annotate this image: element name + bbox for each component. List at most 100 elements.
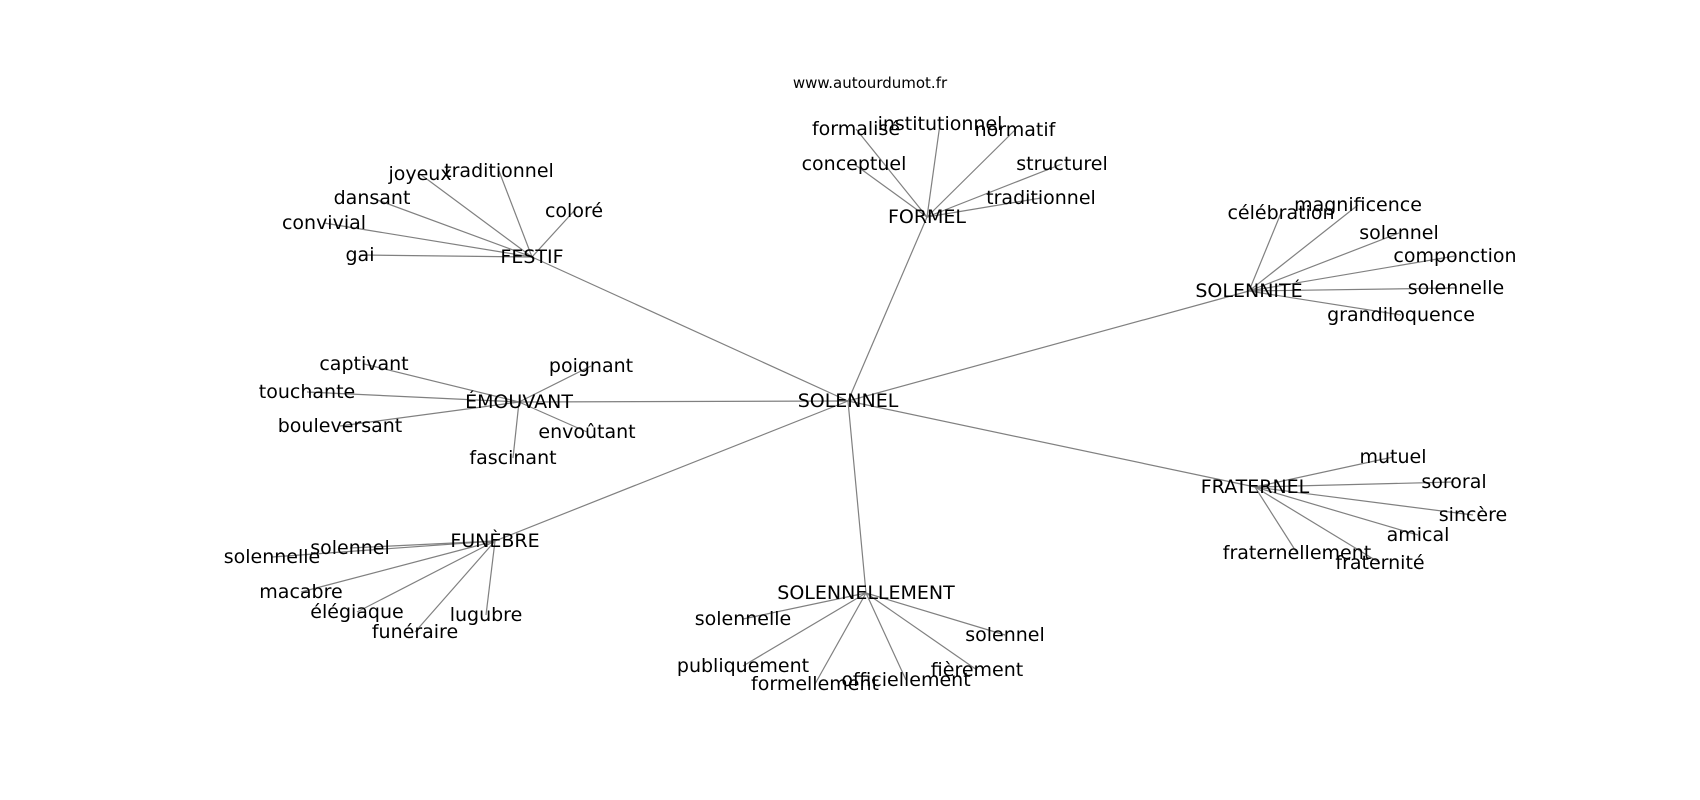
edge-1-5 — [926, 197, 1042, 218]
cluster-node: SOLENNITÉ — [1195, 279, 1302, 302]
edge-6-3 — [814, 592, 867, 685]
edge-5-2 — [300, 540, 496, 593]
leaf-node: institutionnel — [878, 113, 1003, 135]
edge-3-4 — [518, 401, 588, 433]
leaf-node: sororal — [1421, 471, 1486, 493]
edge-0-1 — [498, 170, 533, 258]
leaf-node: sincère — [1439, 504, 1507, 526]
edge-1-2 — [926, 129, 1016, 218]
edge-5-3 — [356, 540, 496, 613]
cluster-node: SOLENNELLEMENT — [777, 582, 955, 604]
edge-3-1 — [518, 365, 592, 403]
leaf-node: traditionnel — [986, 187, 1096, 209]
leaf-node: solennel — [965, 624, 1045, 646]
leaf-node: touchante — [259, 381, 355, 403]
leaf-node: formellement — [751, 673, 879, 695]
edge-3-2 — [306, 391, 520, 403]
edge-3-3 — [339, 401, 520, 427]
leaf-node: formalisé — [812, 118, 900, 140]
edge-1-3 — [853, 163, 928, 218]
edge-0-0 — [419, 173, 533, 258]
edge-root-1 — [847, 216, 928, 402]
edge-6-0 — [742, 592, 867, 620]
edge-5-4 — [414, 540, 496, 633]
edge-root-3 — [518, 400, 849, 403]
leaf-node: solennel — [1359, 222, 1439, 244]
leaf-node: traditionnel — [444, 160, 554, 182]
leaf-node: solennelle — [695, 608, 792, 630]
leaf-node: magnificence — [1294, 194, 1422, 216]
leaf-node: coloré — [545, 200, 603, 222]
leaf-node: normatif — [975, 119, 1057, 141]
leaf-node: grandiloquence — [1327, 304, 1475, 326]
leaf-node: joyeux — [387, 163, 451, 185]
edge-root-6 — [847, 400, 867, 594]
edge-1-1 — [926, 123, 941, 218]
leaf-node: dansant — [334, 187, 411, 209]
leaf-node: lugubre — [450, 604, 523, 626]
leaf-node: structurel — [1016, 153, 1108, 175]
leaf-node: officiellement — [841, 669, 970, 691]
leaf-node: fascinant — [469, 447, 556, 469]
leaf-node: funéraire — [372, 621, 458, 643]
edge-4-5 — [1254, 486, 1381, 564]
leaf-node: fièrement — [931, 659, 1023, 681]
node-labels: SOLENNELFESTIFjoyeuxtraditionneldansantc… — [224, 113, 1517, 695]
edge-2-2 — [1248, 232, 1400, 292]
leaf-node: amical — [1387, 524, 1450, 546]
edge-root-0 — [531, 256, 849, 402]
edge-6-5 — [865, 592, 978, 671]
leaf-node: élégiaque — [310, 601, 403, 623]
edge-root-5 — [494, 400, 849, 542]
edge-root-2 — [847, 290, 1250, 402]
edge-2-0 — [1248, 212, 1282, 292]
leaf-node: gai — [346, 244, 375, 266]
leaf-node: macabre — [259, 581, 342, 603]
edge-root-4 — [847, 400, 1256, 488]
edge-4-0 — [1254, 456, 1394, 488]
edge-6-4 — [865, 592, 907, 681]
edge-3-0 — [363, 363, 520, 403]
edge-1-4 — [926, 163, 1063, 218]
edge-1-0 — [855, 128, 928, 218]
cluster-node: ÉMOUVANT — [465, 390, 573, 413]
leaf-node: publiquement — [677, 655, 809, 677]
edge-0-5 — [359, 254, 533, 258]
edge-5-5 — [485, 540, 496, 616]
edges — [271, 123, 1474, 685]
edge-2-1 — [1248, 204, 1359, 292]
leaf-node: célébration — [1227, 202, 1334, 224]
leaf-node: mutuel — [1359, 446, 1426, 468]
edge-6-2 — [742, 592, 867, 667]
leaf-node: bouleversant — [278, 415, 402, 437]
leaf-node: convivial — [282, 212, 366, 234]
cluster-node: FUNÈBRE — [450, 529, 539, 552]
leaf-node: envoûtant — [538, 421, 635, 443]
edge-0-2 — [371, 197, 533, 258]
source-url: www.autourdumot.fr — [793, 74, 948, 92]
cluster-node: FRATERNEL — [1201, 476, 1310, 498]
edge-4-1 — [1254, 481, 1455, 488]
leaf-node: solennelle — [224, 546, 321, 568]
edge-5-1 — [271, 540, 496, 558]
edge-2-3 — [1248, 255, 1456, 292]
leaf-node: solennelle — [1408, 277, 1505, 299]
edge-2-5 — [1248, 290, 1402, 316]
root-node: SOLENNEL — [798, 390, 899, 412]
edge-3-5 — [512, 401, 520, 459]
cluster-node: FESTIF — [500, 246, 563, 268]
edge-4-3 — [1254, 486, 1419, 536]
edge-0-3 — [531, 210, 575, 258]
leaf-node: conceptuel — [802, 153, 907, 175]
edge-4-4 — [1254, 486, 1298, 554]
leaf-node: fraternité — [1335, 552, 1424, 574]
cluster-node: FORMEL — [888, 206, 966, 228]
edge-2-4 — [1248, 287, 1457, 292]
edge-4-2 — [1254, 486, 1474, 516]
leaf-node: solennel — [310, 537, 390, 559]
edge-0-4 — [323, 222, 533, 258]
leaf-node: captivant — [319, 353, 408, 375]
leaf-node: fraternellement — [1223, 542, 1371, 564]
edge-6-1 — [865, 592, 1006, 636]
